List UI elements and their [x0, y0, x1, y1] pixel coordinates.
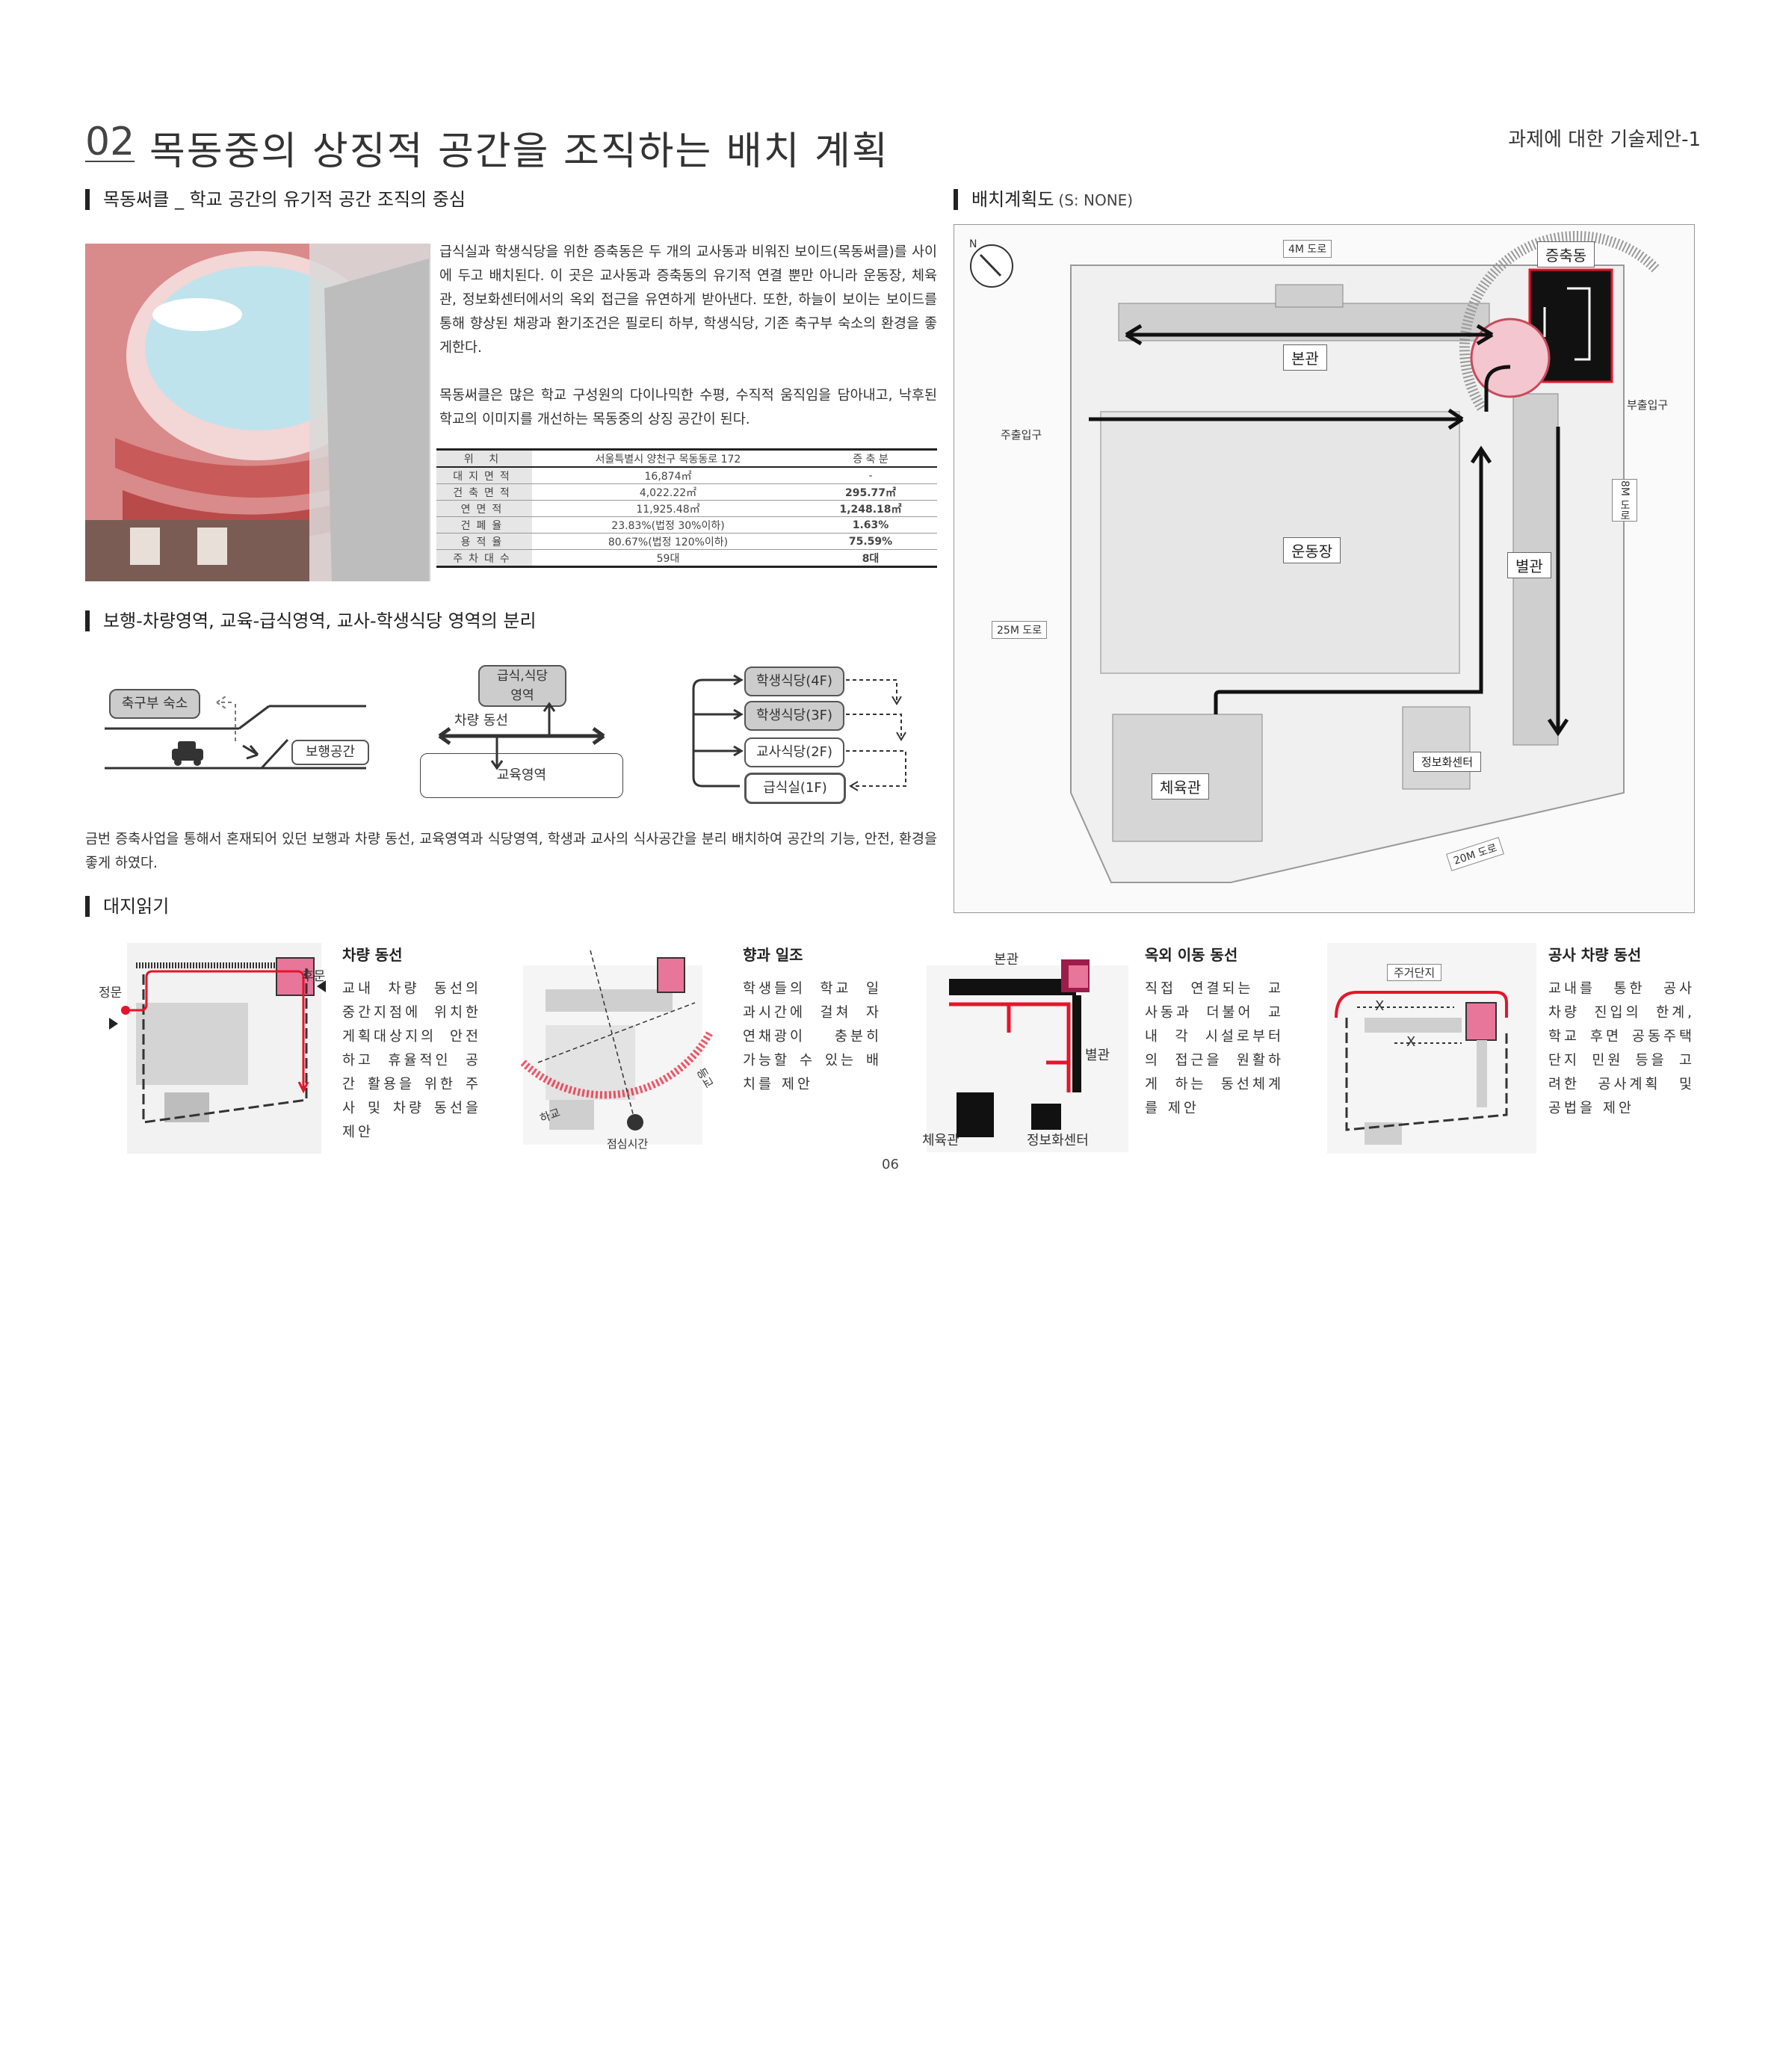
section-heading-separation: 보행-차량영역, 교육-급식영역, 교사-학생식당 영역의 분리 [85, 610, 537, 631]
diagram-edu-meal: 급식,식당 영역 차량 동선 교육영역 [418, 665, 628, 800]
table-head-cell: 위 치 [436, 448, 532, 468]
page-number: 06 [882, 1157, 899, 1172]
ground-label: 운동장 [1283, 537, 1341, 563]
table-head-cell: 증 축 분 [804, 448, 937, 468]
table-head-cell: 서울특별시 양천구 목동동로 172 [532, 448, 804, 468]
extension-label: 증축동 [1537, 241, 1595, 267]
separation-paragraph: 금번 증축사업을 통해서 혼재되어 있던 보행과 차량 동선, 교육영역과 식당… [85, 832, 937, 871]
main-gate-label: 정문 [99, 986, 123, 1001]
dining-item: 교사식당(2F) [744, 737, 844, 767]
diagram-pedestrian-vehicle: 축구부 숙소 보행공간 [105, 672, 374, 777]
corner-label: 과제에 대한 기술제안-1 [1508, 129, 1701, 151]
circle-paragraph-2: 목동써클은 많은 학교 구성원의 다이나믹한 수평, 수직적 움직임을 담아내고… [439, 388, 937, 427]
road-8m-label: 8M 도로 [1612, 479, 1637, 522]
card-text: 학생들의 학교 일과시간에 걸쳐 자연채광이 충분히 가능할 수 있는 배치를 … [743, 981, 882, 1092]
education-area-box: 교육영역 [420, 753, 623, 798]
main-building-label: 본관 [994, 952, 1019, 968]
card-title: 차량 동선 [342, 946, 403, 964]
road-label: 차량 동선 [454, 713, 508, 729]
section-heading-site-reading: 대지읽기 [85, 896, 169, 917]
lunch-label: 점심시간 [607, 1137, 649, 1151]
back-gate-label: 후문 [302, 969, 326, 984]
road-4m-label: 4M 도로 [1283, 240, 1332, 258]
main-entrance-label: 주출입구 [1001, 428, 1042, 442]
info-center-label: 정보화센터 [1027, 1133, 1089, 1148]
info-center-label: 정보화센터 [1413, 752, 1482, 772]
main-building-label: 본관 [1283, 344, 1327, 371]
site-map-outdoor: 본관 별관 체육관 정보화센터 [919, 943, 1136, 1154]
card-text: 교내 차량 동선의 중간지점에 위치한 게획대상지의 안전하고 휴율적인 공간 … [342, 981, 481, 1140]
walk-box: 보행공간 [291, 740, 369, 765]
residential-label: 주거단지 [1387, 964, 1442, 981]
section-heading-circle: 목동써클 _ 학교 공간의 유기적 공간 조직의 중심 [85, 189, 466, 210]
gym-label: 체육관 [1152, 773, 1210, 800]
sub-entrance-label: 부출입구 [1627, 398, 1669, 412]
dining-item: 학생식당(4F) [744, 667, 844, 696]
card-title: 옥외 이동 동선 [1145, 946, 1238, 964]
meal-area-box: 급식,식당 영역 [478, 665, 566, 707]
section-heading-siteplan: 배치계획도(S: NONE) [954, 189, 1133, 210]
blocked-mark: X [1406, 1034, 1416, 1050]
blocked-mark: X [1375, 998, 1385, 1014]
card-text: 직접 연결되는 교사동과 더불어 교내 각 시설로부터의 접근을 원활하게 하는… [1145, 981, 1284, 1116]
dorm-box: 축구부 숙소 [109, 689, 200, 719]
site-map-construction: 주거단지 X X [1320, 943, 1544, 1154]
circle-paragraph-1: 급식실과 학생식당을 위한 증축동은 두 개의 교사동과 비워진 보이드(목동써… [439, 244, 937, 356]
gym-label: 체육관 [922, 1133, 959, 1148]
card-title: 공사 차량 동선 [1548, 946, 1642, 964]
diagram-dining-floors: 학생식당(4F) 학생식당(3F) 교사식당(2F) 급식실(1F) [687, 665, 912, 804]
dining-item: 학생식당(3F) [744, 701, 844, 731]
annex-label: 별관 [1085, 1048, 1110, 1063]
site-map-vehicle: 정문 후문 [99, 943, 336, 1154]
north-label: N [969, 238, 977, 250]
site-plan: N 4M 도로 8M 도로 25M 도로 20M 도로 증축동 본관 별관 운동… [954, 224, 1695, 913]
card-text: 교내를 통한 공사 차량 진입의 한계, 학교 후면 공동주택 단지 민원 등을… [1548, 981, 1695, 1116]
card-title: 향과 일조 [743, 946, 803, 964]
section-number: 02 [85, 120, 135, 164]
road-25m-label: 25M 도로 [992, 621, 1048, 639]
circle-illustration [85, 244, 430, 581]
page-title: 목동중의 상징적 공간을 조직하는 배치 계획 [149, 129, 889, 174]
sun-label: S [1123, 2061, 1130, 2072]
site-map-sun: S 하교 등교 점심시간 [493, 943, 1129, 2072]
dining-item: 급식실(1F) [744, 773, 846, 804]
annex-label: 별관 [1507, 552, 1551, 578]
